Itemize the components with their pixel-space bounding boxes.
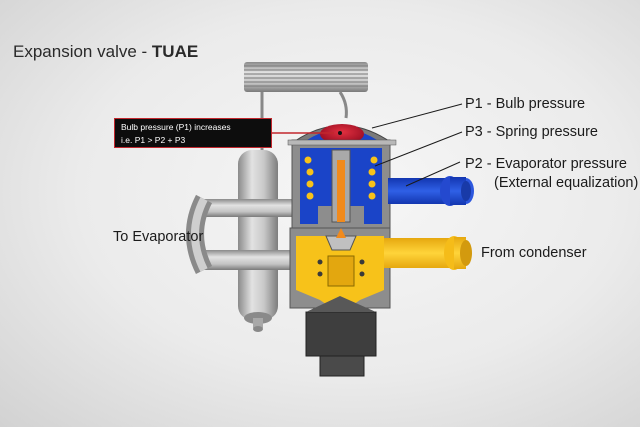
- valve-body: [289, 139, 391, 377]
- diaphragm-head: [287, 124, 397, 146]
- label-from-condenser: From condenser: [481, 245, 587, 261]
- callout-box: Bulb pressure (P1) increases i.e. P1 > P…: [114, 118, 272, 148]
- capillary-right: [338, 91, 348, 119]
- title-model: TUAE: [151, 42, 199, 61]
- leader-lines: [371, 103, 463, 187]
- condenser-tube: [384, 236, 472, 270]
- diagram-title: Expansion valve - TUAE: [13, 42, 198, 62]
- label-p2: P2 - Evaporator pressure: [465, 156, 627, 172]
- equalizer-tube: [388, 176, 474, 206]
- label-p1: P1 - Bulb pressure: [465, 96, 586, 112]
- capillary-coil: [244, 62, 368, 92]
- label-to-evaporator: To Evaporator: [113, 229, 204, 245]
- title-prefix: Expansion valve -: [13, 42, 152, 61]
- callout-line-2: i.e. P1 > P2 + P3: [121, 135, 186, 145]
- callout-line-1: Bulb pressure (P1) increases: [121, 122, 231, 132]
- label-p3: P3 - Spring pressure: [465, 124, 598, 140]
- sensing-bulb: [238, 150, 278, 332]
- label-p2-sub: (External equalization): [494, 175, 639, 191]
